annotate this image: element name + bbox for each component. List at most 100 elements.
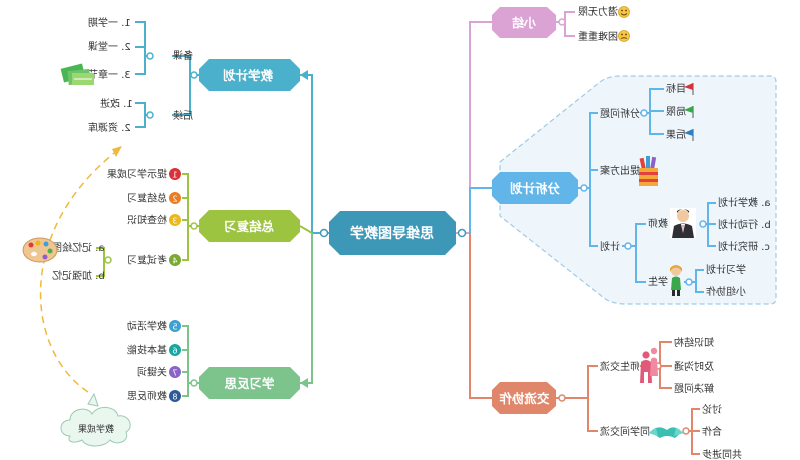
books-icon	[60, 63, 94, 86]
svg-text:1: 1	[172, 171, 177, 180]
svg-text:7: 7	[172, 369, 177, 378]
topic-label[interactable]: 备课	[173, 49, 193, 62]
topic-label[interactable]: 同学间交流	[600, 425, 650, 438]
branch-summary-review[interactable]: 总结复习	[199, 210, 300, 242]
arrow-head	[300, 378, 308, 388]
palette-icon	[22, 237, 58, 263]
cloud-label: 教学成果	[78, 423, 114, 435]
svg-text:4: 4	[172, 257, 177, 266]
center-node[interactable]: 思维导图教学	[329, 211, 456, 255]
pencil-cup-icon	[639, 156, 658, 186]
branch-label: 小结	[512, 15, 536, 30]
summary-items: 潜力无限 困难重重	[578, 5, 630, 43]
topic-label[interactable]: 共同进步	[702, 449, 742, 460]
topic-label[interactable]: 目标	[666, 83, 686, 95]
analysis-junctions	[580, 109, 707, 286]
topic-label[interactable]: 局限	[666, 106, 686, 118]
topic-label[interactable]: 师生交流	[600, 360, 640, 373]
topic-label[interactable]: 教师	[648, 217, 668, 230]
collaboration-texts: 师生交流 知识结构 及时沟通 解决问题 同学间交流 讨论 合作 共同进步	[600, 336, 742, 460]
branch-learning-reflection[interactable]: 学习反思	[199, 367, 300, 399]
branch-analysis-plan[interactable]: 分析计划	[492, 172, 578, 204]
topic-label[interactable]: 讨论	[702, 403, 722, 416]
summary-review-items: 1 提示学习成果 2 总结复习 3 检查知识 4 考试复习 a. 记忆绘图 b.…	[52, 168, 181, 282]
list-item[interactable]: 6 基本技能	[127, 344, 181, 357]
smiley-icon	[618, 6, 630, 18]
topic-label[interactable]: 计划	[600, 240, 620, 253]
flag-icon	[684, 129, 694, 141]
item-label: 检查知识	[127, 214, 167, 227]
topic-label[interactable]: b. 行动计划	[718, 218, 771, 231]
cloud-callout[interactable]: 教学成果	[60, 392, 131, 447]
svg-text:2: 2	[172, 195, 177, 204]
arrow-heads	[300, 70, 308, 388]
handshake-icon	[648, 427, 684, 438]
branch-collaboration[interactable]: 交流协作	[492, 382, 556, 414]
branch-teaching-plan[interactable]: 教学计划	[199, 59, 300, 91]
list-item[interactable]: 3 检查知识	[127, 214, 181, 227]
cloud-icon	[60, 407, 131, 447]
topic-label[interactable]: 2. 资源库	[88, 121, 131, 134]
topic-label[interactable]: 3. 一章节	[88, 68, 131, 81]
svg-text:5: 5	[172, 323, 177, 332]
svg-text:8: 8	[172, 393, 177, 402]
topic-label[interactable]: 后果	[666, 129, 686, 141]
topic-label[interactable]: c. 研究计划	[718, 240, 770, 253]
item-label: 教师反思	[127, 390, 167, 403]
topic-label[interactable]: 知识结构	[674, 336, 714, 349]
teaching-plan-texts: 备课 后续 1. 一学期 2. 一堂课 3. 一章节 1. 改进 2. 资源库	[88, 16, 193, 134]
learning-reflection-items: 5 教学活动 6 基本技能 7 关键词 8 教师反思	[127, 320, 181, 403]
list-item[interactable]: 7 关键词	[137, 366, 181, 379]
branch-label: 总结复习	[224, 219, 274, 234]
topic-label[interactable]: 2. 一堂课	[88, 41, 131, 53]
flag-icon	[684, 106, 694, 118]
topic-label[interactable]: 学习计划	[706, 263, 746, 276]
list-item[interactable]: 5 教学活动	[127, 320, 181, 333]
topic-label[interactable]: 分析问题	[600, 107, 640, 120]
branch-label: 分析计划	[510, 181, 560, 196]
branch-label: 交流协作	[499, 391, 550, 406]
topic-label[interactable]: 及时沟通	[674, 360, 714, 373]
list-item[interactable]: 1 提示学习成果	[107, 168, 181, 181]
topic-label[interactable]: 1. 改进	[100, 97, 133, 110]
list-item[interactable]: 困难重重	[578, 30, 630, 43]
topic-label[interactable]: a. 教学计划	[718, 196, 771, 209]
list-item[interactable]: 8 教师反思	[127, 390, 181, 403]
topic-label[interactable]: a. 记忆绘图	[52, 241, 105, 254]
item-label: 潜力无限	[578, 5, 618, 18]
smiley-icon	[618, 30, 630, 42]
topic-label[interactable]: 合作	[702, 425, 722, 438]
branch-label: 教学计划	[223, 68, 274, 83]
topic-label[interactable]: 学生	[648, 275, 668, 288]
cloud-tail	[87, 392, 99, 407]
flag-icon	[684, 83, 694, 95]
item-label: 关键词	[137, 366, 167, 379]
teacher-icon	[670, 208, 696, 238]
people-icon	[640, 347, 658, 383]
list-item[interactable]: 潜力无限	[578, 5, 630, 18]
item-label: 基本技能	[127, 344, 167, 357]
relationship-arrow-head	[112, 146, 122, 157]
list-item[interactable]: 2 总结复习	[127, 192, 181, 205]
item-label: 总结复习	[127, 192, 167, 205]
svg-text:3: 3	[172, 217, 177, 226]
analysis-plan-texts: 分析问题 目标 局限 后果 提出方案 计划 教师 学生 a. 教学计划 b. 行…	[600, 83, 771, 298]
item-label: 教学活动	[127, 320, 167, 333]
branch-label: 学习反思	[224, 376, 275, 391]
topic-label[interactable]: b. 加强记忆	[52, 269, 105, 282]
svg-text:6: 6	[172, 347, 177, 356]
item-label: 困难重重	[578, 30, 618, 43]
relationship-arrow	[39, 149, 119, 393]
branch-summary[interactable]: 小结	[492, 7, 556, 38]
topic-label[interactable]: 小组协作	[706, 285, 746, 298]
center-label: 思维导图教学	[350, 225, 434, 242]
list-item[interactable]: 4 考试复习	[127, 254, 181, 267]
topic-label[interactable]: 1. 一学期	[88, 16, 131, 29]
arrow-head	[300, 70, 308, 80]
item-label: 提示学习成果	[107, 168, 167, 181]
topic-label[interactable]: 提出方案	[600, 164, 640, 177]
student-icon	[670, 265, 682, 296]
topic-label[interactable]: 解决问题	[674, 382, 714, 395]
topic-label[interactable]: 后续	[173, 109, 193, 122]
